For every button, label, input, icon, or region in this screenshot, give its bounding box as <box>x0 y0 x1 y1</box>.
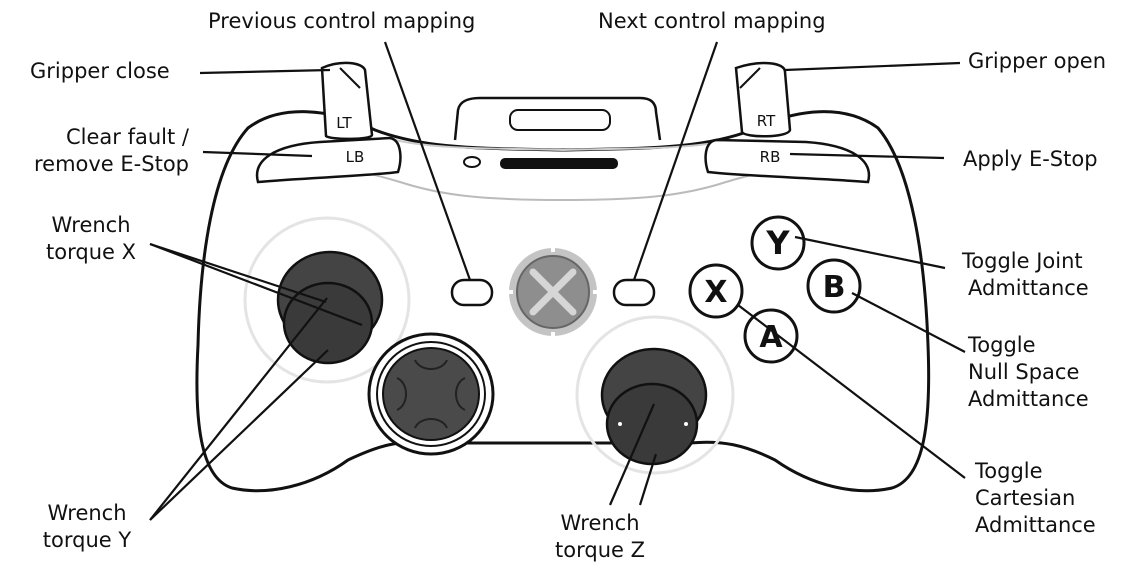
start-button <box>612 278 656 307</box>
y-button-label: Y <box>765 224 790 262</box>
leader-apply-estop <box>789 152 945 160</box>
label-wrench-torque-y-line2: torque Y <box>42 528 132 552</box>
x-button <box>688 263 744 319</box>
label-clear-fault: Clear fault / remove E-Stop <box>34 124 189 178</box>
label-wrench-torque-z: Wrench torque Z <box>545 510 655 564</box>
rt-trigger <box>734 61 792 138</box>
back-button <box>450 278 494 307</box>
label-wrench-torque-y-line1: Wrench <box>47 501 127 525</box>
body-contour-line-2 <box>394 139 732 152</box>
leader-torque-z-b <box>638 453 658 506</box>
indicator-led <box>463 156 481 168</box>
leader-torque-y-b <box>149 349 329 521</box>
label-toggle-null-space-line3: Admittance <box>968 387 1089 411</box>
label-gripper-close: Gripper close <box>30 59 170 83</box>
label-toggle-null-space-line1: Toggle <box>968 333 1036 357</box>
label-toggle-cartesian-line3: Admittance <box>975 513 1096 537</box>
rt-label: RT <box>757 112 776 130</box>
label-clear-fault-line1: Clear fault / <box>66 125 189 149</box>
guide-x-icon <box>529 268 577 316</box>
label-toggle-cartesian-line2: Cartesian <box>975 486 1076 510</box>
right-stick-dot-right <box>684 422 688 426</box>
label-wrench-torque-x-line2: torque X <box>46 240 136 264</box>
leader-torque-x-a <box>149 242 363 327</box>
label-next-mapping: Next control mapping <box>598 9 826 33</box>
b-button <box>806 258 862 314</box>
label-wrench-torque-x-line1: Wrench <box>51 213 131 237</box>
right-stick-well <box>575 315 735 475</box>
charging-slot <box>500 158 618 169</box>
b-button-label: B <box>823 270 846 305</box>
leader-torque-x-b <box>149 242 327 304</box>
label-toggle-null-space: Toggle Null Space Admittance <box>968 332 1089 413</box>
rb-bumper <box>704 138 871 184</box>
label-toggle-joint-line1: Toggle Joint <box>962 249 1083 273</box>
leader-next-mapping <box>632 41 719 281</box>
a-button <box>743 308 799 364</box>
label-toggle-joint: Toggle Joint Admittance <box>962 248 1089 302</box>
label-toggle-cartesian: Toggle Cartesian Admittance <box>975 458 1096 539</box>
lt-label: LT <box>336 114 352 132</box>
label-gripper-open: Gripper open <box>968 49 1107 73</box>
lt-trigger <box>320 61 374 141</box>
guide-ring-gaps <box>507 246 599 338</box>
label-wrench-torque-z-line1: Wrench <box>560 511 640 535</box>
x-button-label: X <box>704 275 727 310</box>
leader-joint-admittance <box>794 235 946 270</box>
connector-slot <box>509 109 611 131</box>
rt-trigger-edge <box>739 67 761 89</box>
rb-label: RB <box>760 148 781 166</box>
left-stick-well <box>243 216 411 384</box>
label-apply-estop: Apply E-Stop <box>963 147 1098 171</box>
leader-previous-mapping <box>383 41 472 281</box>
dpad-cross-icon <box>396 359 466 429</box>
leader-cartesian <box>737 304 966 479</box>
label-wrench-torque-z-line2: torque Z <box>555 538 645 562</box>
right-stick-dot-left <box>618 422 622 426</box>
label-toggle-cartesian-line1: Toggle <box>975 459 1043 483</box>
leader-gripper-open <box>784 61 961 72</box>
leader-torque-z-a <box>608 403 656 506</box>
label-toggle-joint-line2: Admittance <box>968 276 1089 300</box>
leader-gripper-close <box>199 68 331 75</box>
leader-torque-y-a <box>149 297 328 521</box>
lt-trigger-edge <box>339 67 361 89</box>
leader-lines <box>149 41 966 521</box>
leader-null-space <box>851 292 966 353</box>
label-toggle-null-space-line2: Null Space <box>968 360 1080 384</box>
y-button <box>750 215 806 271</box>
label-previous-mapping: Previous control mapping <box>208 9 476 33</box>
leader-clear-fault <box>202 150 313 158</box>
label-wrench-torque-y: Wrench torque Y <box>32 500 142 554</box>
label-wrench-torque-x: Wrench torque X <box>36 212 146 266</box>
lb-label: LB <box>346 148 365 166</box>
label-clear-fault-line2: remove E-Stop <box>33 152 189 176</box>
dpad-disc <box>382 347 480 441</box>
